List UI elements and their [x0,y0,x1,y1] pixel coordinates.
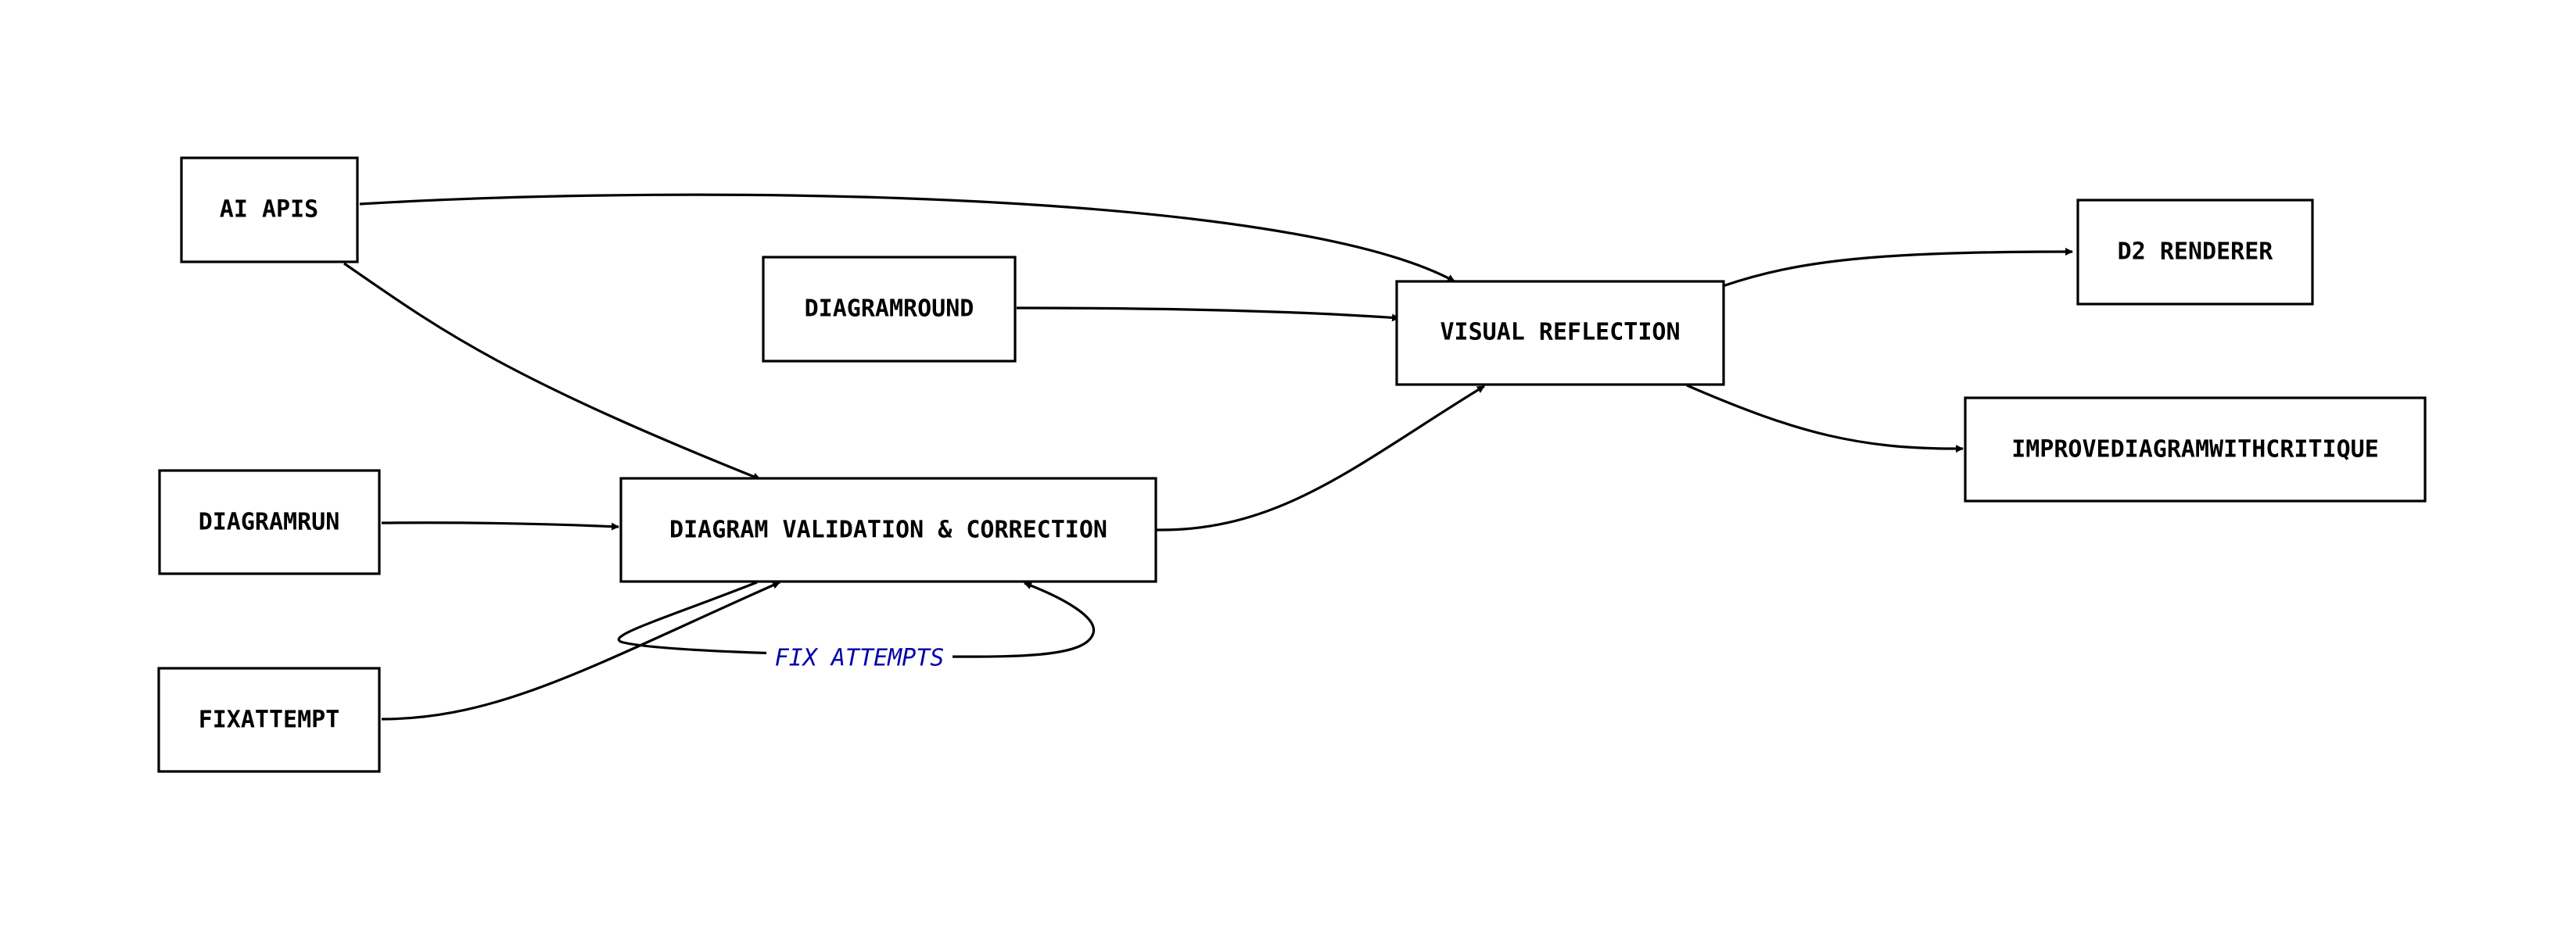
node-diagramround-label: DIAGRAMROUND [805,295,974,323]
node-validation-box [619,477,1157,583]
node-d2-renderer-box [2076,199,2314,306]
node-visual-reflection-box [1395,280,1725,386]
loop-label-background [766,642,953,672]
node-fixattempt-box [157,667,381,773]
node-diagramrun-label: DIAGRAMRUN [199,509,340,536]
node-ai-apis-label: AI APIS [220,196,318,224]
node-ai-apis-box [180,156,359,263]
node-d2-renderer-label: D2 RENDERER [2118,238,2274,266]
node-validation-label: DIAGRAM VALIDATION & CORRECTION [669,517,1107,544]
edge-ai-apis-to-validation [343,262,761,481]
node-visual-reflection[interactable]: VISUAL REFLECTION [1395,280,1725,386]
edge-ai-apis-to-visual-reflection [359,193,1455,283]
edge-diagramround-to-visual-reflection [1016,306,1400,322]
node-visual-reflection-label: VISUAL REFLECTION [1440,319,1680,346]
edges [343,193,2073,721]
node-improve-label: IMPROVEDIAGRAMWITHCRITIQUE [2011,436,2379,463]
edge-validation-to-visual-reflection [1156,385,1485,532]
node-diagramround[interactable]: DIAGRAMROUND [762,256,1017,363]
node-diagramround-box [762,256,1017,363]
edge-fixattempt-to-validation [381,581,780,721]
edge-visual-reflection-to-improve [1686,384,1964,453]
node-diagramrun-box [158,469,381,575]
loop-label: FIX ATTEMPTS [775,645,945,672]
node-ai-apis[interactable]: AI APIS [180,156,359,263]
node-fixattempt-label: FIXATTEMPT [199,707,340,734]
edge-diagramrun-to-validation [381,521,619,531]
node-validation[interactable]: DIAGRAM VALIDATION & CORRECTION [619,477,1157,583]
node-fixattempt[interactable]: FIXATTEMPT [157,667,381,773]
node-improve[interactable]: IMPROVEDIAGRAMWITHCRITIQUE [1964,396,2427,503]
node-d2-renderer[interactable]: D2 RENDERER [2076,199,2314,306]
node-diagramrun[interactable]: DIAGRAMRUN [158,469,381,575]
node-improve-box [1964,396,2427,503]
edge-visual-reflection-to-d2-renderer [1722,248,2073,288]
